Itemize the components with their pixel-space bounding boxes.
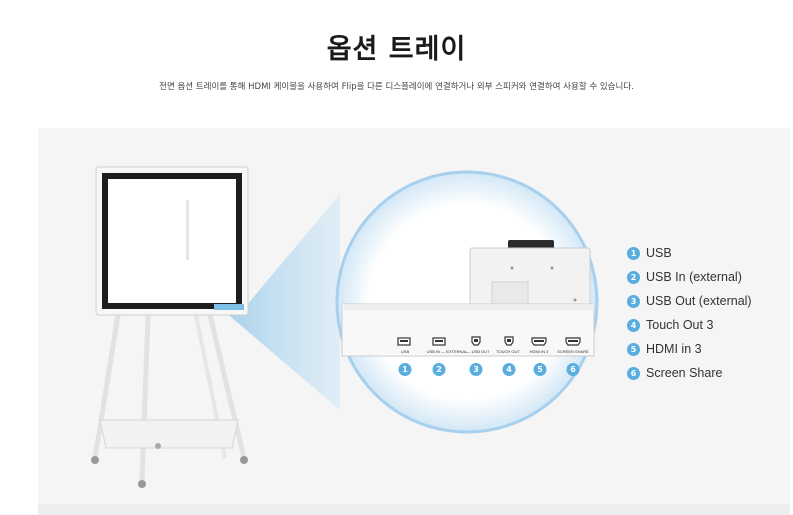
usb-a-port-icon (432, 337, 446, 346)
legend-label: HDMI in 3 (646, 342, 702, 356)
port-label: SCREEN SHARE (557, 349, 589, 354)
port-number-badge: 2 (432, 363, 446, 376)
usb-b-port-icon (504, 336, 514, 346)
usb-a-port-icon (397, 337, 411, 346)
port-number-badge: 3 (469, 363, 483, 376)
legend-label: USB In (external) (646, 270, 742, 284)
legend-number-badge: 2 (627, 270, 640, 284)
port-number-badge: 5 (533, 363, 547, 376)
port-label: USB (400, 349, 410, 354)
port-label: — USB OUT (466, 349, 490, 354)
legend-label: Touch Out 3 (646, 318, 714, 332)
legend-number-badge: 1 (627, 246, 640, 260)
flip-stand (91, 314, 248, 488)
flip-display (95, 166, 249, 316)
port-number-badge: 4 (502, 363, 516, 376)
port-number-badge: 6 (566, 363, 580, 376)
page-title: 옵션 트레이 (326, 34, 467, 65)
hdmi-port-icon (565, 337, 581, 346)
legend-item: 2 USB In (external) (627, 268, 742, 286)
legend-item: 4 Touch Out 3 (627, 316, 713, 334)
port-label: HDMI IN 3 (529, 349, 549, 354)
legend-number-badge: 6 (627, 366, 640, 380)
legend-label: Screen Share (646, 366, 723, 380)
page-description: 전면 옵션 트레이를 통해 HDMI 케이블을 사용하여 Flip을 다른 디스… (159, 82, 634, 92)
legend-number-badge: 3 (627, 294, 640, 308)
port-label: USB IN — EXTERNAL (426, 349, 468, 354)
legend-number-badge: 5 (627, 342, 640, 356)
legend-item: 1 USB (627, 244, 672, 262)
port-label: TOUCH OUT (496, 349, 520, 354)
legend-label: USB (646, 246, 672, 260)
option-tray-device (341, 240, 595, 357)
zoom-beam (218, 194, 340, 410)
legend-item: 5 HDMI in 3 (627, 340, 702, 358)
port-number-badge: 1 (398, 363, 412, 376)
legend-number-badge: 4 (627, 318, 640, 332)
hdmi-port-icon (531, 337, 547, 346)
usb-b-port-icon (471, 336, 481, 346)
section-divider (38, 504, 790, 515)
legend-item: 3 USB Out (external) (627, 292, 752, 310)
legend-item: 6 Screen Share (627, 364, 722, 382)
legend-label: USB Out (external) (646, 294, 752, 308)
